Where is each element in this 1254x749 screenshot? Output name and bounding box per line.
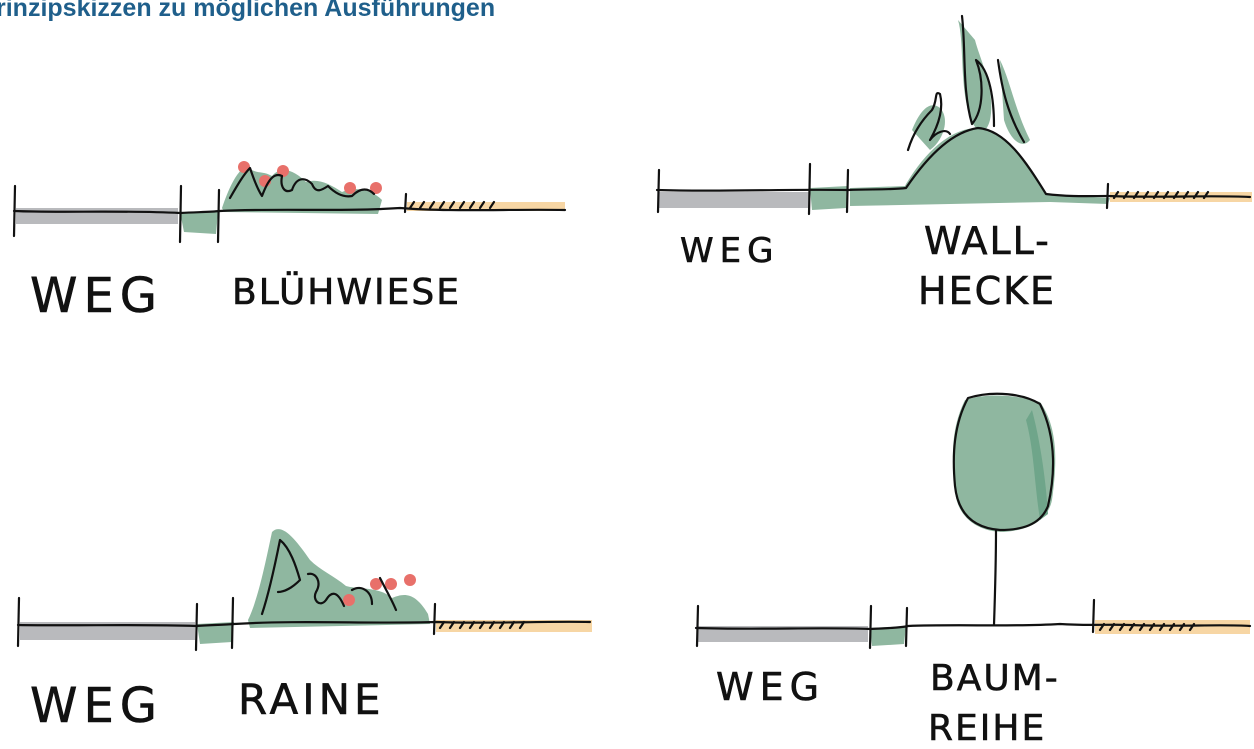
tick-mark: [12, 184, 17, 238]
tick-mark: [178, 184, 183, 244]
strip-label: WALL-: [924, 219, 1051, 263]
tree-crown-shade: [1026, 410, 1048, 520]
ground-line: [694, 622, 1252, 631]
path-label: WEG: [680, 231, 779, 271]
tick-mark: [216, 188, 221, 244]
verge-strip: [180, 212, 218, 234]
margin-vegetation: [248, 529, 430, 628]
hedge-shrub: [912, 105, 945, 150]
field-hatching: [408, 200, 496, 210]
path-label: WEG: [30, 678, 163, 734]
tick-mark: [16, 596, 21, 648]
tick-mark: [194, 602, 199, 652]
page-title: rinzipskizzen zu möglichen Ausführungen: [0, 0, 496, 22]
tick-mark: [807, 162, 812, 216]
verge-strip: [810, 186, 848, 210]
meadow-scribble: [228, 166, 376, 200]
tick-mark: [403, 192, 408, 214]
ground-line: [12, 206, 567, 215]
tick-mark: [230, 596, 235, 650]
tree-trunk: [992, 528, 998, 627]
verge-strip: [197, 622, 234, 644]
panel-bluehwiese: WEG BLÜHWIESE: [12, 161, 567, 324]
field-hatching: [1098, 622, 1196, 632]
tick-mark: [845, 168, 850, 214]
flower: [385, 578, 397, 590]
hedge-shrub: [1000, 60, 1030, 144]
verge-strip: [870, 626, 906, 646]
embankment-fill: [850, 128, 1110, 206]
flower: [343, 594, 355, 606]
path-label: WEG: [30, 268, 163, 324]
panel-raine: WEG RAINE: [16, 529, 592, 734]
path-surface: [659, 192, 809, 208]
field-hatching: [1112, 190, 1210, 200]
panel-baumreihe: WEG BAUM- REIHE: [694, 392, 1252, 749]
flower: [404, 574, 416, 586]
hedge-shrub: [958, 20, 992, 131]
tick-mark: [432, 602, 437, 636]
tick-mark: [1091, 598, 1096, 634]
tick-mark: [1105, 182, 1110, 210]
flower: [370, 182, 382, 194]
flower: [370, 578, 382, 590]
path-label: WEG: [716, 665, 825, 709]
field-hatching: [438, 620, 526, 630]
ground-line: [16, 620, 592, 628]
panel-wallhecke: WEG WALL- HECKE: [655, 14, 1252, 313]
path-surface: [16, 208, 178, 224]
strip-label: REIHE: [928, 708, 1046, 749]
hedge-outline: [906, 14, 1026, 152]
margin-scribble: [260, 538, 398, 616]
tick-mark: [656, 168, 661, 214]
tick-mark: [868, 604, 873, 650]
tick-mark: [904, 606, 909, 648]
path-surface: [20, 622, 195, 640]
tick-mark: [695, 604, 700, 648]
strip-label: BAUM-: [930, 658, 1060, 699]
tree-outline: [952, 392, 1055, 532]
strip-label: BLÜHWIESE: [232, 271, 461, 313]
path-surface: [698, 626, 868, 642]
strip-label: HECKE: [918, 269, 1056, 313]
flower: [277, 165, 289, 177]
strip-label: RAINE: [238, 675, 385, 724]
field-surface: [407, 202, 565, 211]
flower: [344, 182, 356, 194]
